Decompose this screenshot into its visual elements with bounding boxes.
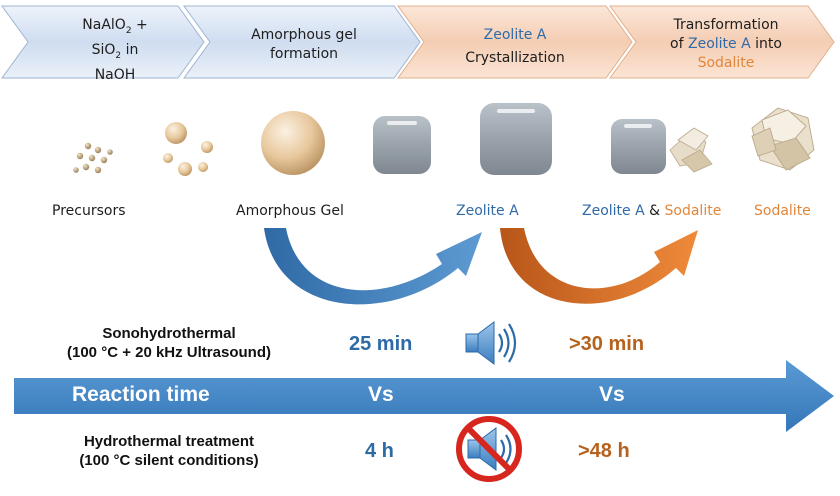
speaker-sound-icon bbox=[465, 321, 517, 365]
reaction-time-arrow bbox=[14, 360, 834, 432]
speaker-muted-prohibited-icon bbox=[456, 416, 522, 482]
step-4-label: Transformation of Zeolite A into Sodalit… bbox=[670, 17, 782, 71]
sodalite-crystals-large bbox=[751, 107, 815, 171]
step-2-label: Amorphous gel formation bbox=[251, 27, 357, 62]
step-1-label: NaAlO2 + SiO2 in NaOH bbox=[82, 17, 148, 83]
zeolite-sodalite-mix-label: Zeolite A & Sodalite bbox=[582, 203, 722, 219]
vs-label-2: Vs bbox=[599, 383, 625, 406]
step-chevron-1 bbox=[1, 5, 205, 79]
hydrothermal-title: Hydrothermal treatment (100 °C silent co… bbox=[79, 433, 259, 469]
zeolite-a-label: Zeolite A bbox=[456, 203, 519, 219]
sodalite-crystals-small bbox=[669, 127, 713, 173]
sono-sodalite-time: >30 min bbox=[569, 333, 645, 355]
precursor-particles bbox=[73, 142, 113, 174]
step-3-label: Zeolite A Crystallization bbox=[465, 27, 565, 66]
precursors-label: Precursors bbox=[52, 203, 126, 219]
zeolite-to-sodalite-arrow bbox=[500, 228, 698, 304]
reaction-time-label: Reaction time bbox=[72, 383, 210, 406]
step-chevron-2 bbox=[183, 5, 421, 79]
sodalite-label: Sodalite bbox=[754, 203, 811, 219]
zeolite-a-cube-small bbox=[373, 116, 431, 174]
sonohydrothermal-title: Sonohydrothermal (100 °C + 20 kHz Ultras… bbox=[67, 325, 271, 361]
zeolite-a-cube-mixed bbox=[611, 119, 666, 174]
hydro-sodalite-time: >48 h bbox=[578, 440, 630, 462]
hydro-zeolite-time: 4 h bbox=[365, 440, 394, 462]
amorphous-gel-sphere bbox=[261, 111, 325, 175]
step-chevron-4 bbox=[609, 5, 835, 79]
zeolite-a-cube-large bbox=[480, 103, 552, 175]
vs-label-1: Vs bbox=[368, 383, 394, 406]
sono-zeolite-time: 25 min bbox=[349, 333, 413, 355]
amorphous-gel-label: Amorphous Gel bbox=[236, 203, 344, 219]
step-chevron-3 bbox=[397, 5, 633, 79]
gel-to-zeolite-arrow bbox=[264, 228, 482, 305]
nucleating-spheres bbox=[163, 122, 213, 176]
